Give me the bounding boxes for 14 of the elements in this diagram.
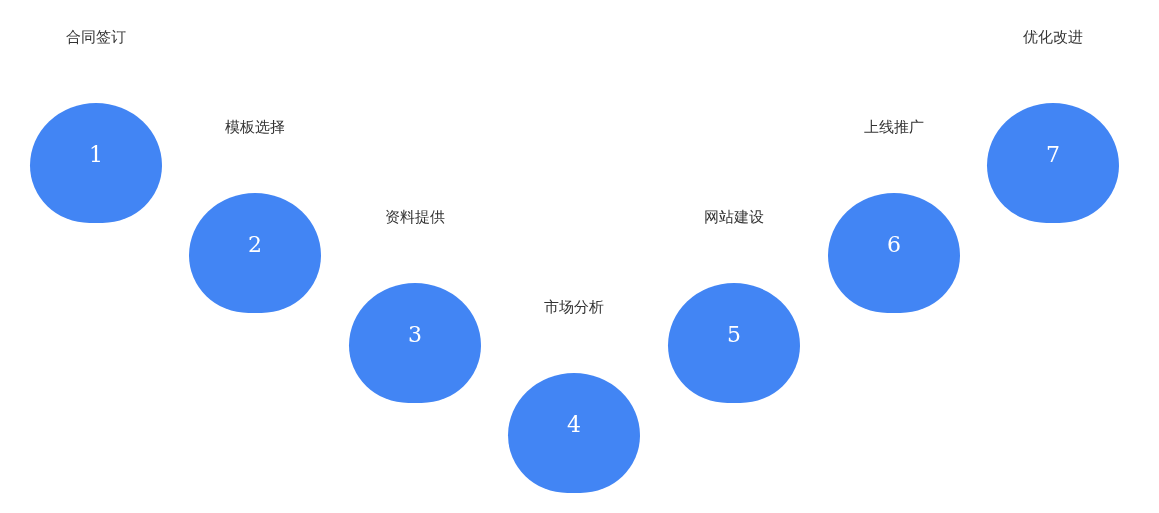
step-label: 上线推广 [863, 118, 925, 137]
step-label: 资料提供 [384, 208, 446, 227]
step-number: 7 [1046, 141, 1060, 167]
step-number: 3 [408, 321, 422, 347]
step-label: 优化改进 [1022, 28, 1084, 47]
step-number: 1 [89, 141, 103, 167]
step-number: 5 [727, 321, 741, 347]
step-label: 市场分析 [543, 298, 605, 317]
step-number: 6 [887, 231, 901, 257]
step-label: 网站建设 [703, 208, 765, 227]
step-label: 模板选择 [224, 118, 286, 137]
step-label: 合同签订 [65, 28, 127, 47]
step-number: 2 [248, 231, 262, 257]
step-number: 4 [567, 411, 581, 437]
